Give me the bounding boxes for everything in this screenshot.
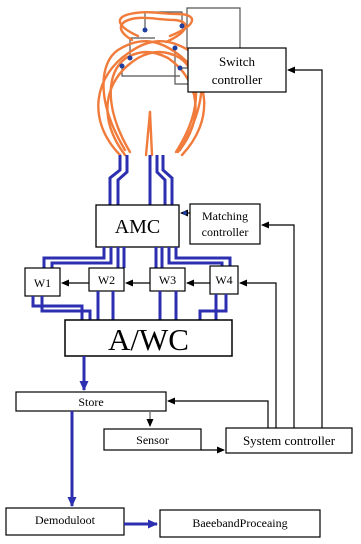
matching-controller-label-1: Matching — [202, 209, 248, 223]
amc-label: AMC — [115, 216, 161, 238]
matching-controller-block: Matching controller — [189, 203, 261, 245]
system-controller-label: System controller — [243, 433, 336, 448]
store-label: Store — [78, 395, 103, 409]
coil-nodes — [119, 23, 185, 71]
feed-bus-coil-amc — [108, 155, 174, 205]
arrow-system-to-store — [167, 397, 269, 428]
switch-controller-block: Switch controller — [187, 47, 287, 93]
w2-label: W2 — [98, 273, 115, 287]
w1-block: W1 — [24, 267, 61, 297]
w4-block: W4 — [209, 265, 239, 295]
demodulator-block: Demoduloot — [5, 507, 125, 536]
switch-controller-label-1: Switch — [219, 54, 256, 69]
coil-antenna — [97, 11, 206, 157]
sensor-label: Sensor — [136, 433, 169, 447]
store-block: Store — [15, 391, 167, 412]
baseband-processing-block: BaeebandProceaing — [159, 509, 321, 538]
switch-controller-label-2: controller — [212, 72, 263, 87]
w3-label: W3 — [159, 273, 176, 287]
arrow-system-to-switch — [287, 66, 323, 428]
wire-system-to-w — [272, 282, 277, 428]
sensor-block: Sensor — [103, 428, 202, 451]
feed-bus-w-awc — [31, 291, 228, 320]
feed-bus-amc-w — [42, 247, 232, 268]
demodulator-label: Demoduloot — [35, 513, 96, 527]
w3-block: W3 — [149, 267, 186, 292]
arrow-system-to-matching — [261, 221, 295, 428]
amc-block: AMC — [95, 204, 180, 248]
matching-controller-label-2: controller — [202, 225, 249, 239]
w4-label: W4 — [215, 273, 232, 287]
baseband-processing-label: BaeebandProceaing — [192, 516, 287, 530]
node — [183, 211, 187, 215]
awc-block: A/WC — [64, 319, 233, 357]
awc-label: A/WC — [108, 322, 189, 357]
system-controller-block: System controller — [225, 427, 353, 454]
w2-block: W2 — [88, 267, 125, 292]
w1-label: W1 — [34, 276, 51, 290]
